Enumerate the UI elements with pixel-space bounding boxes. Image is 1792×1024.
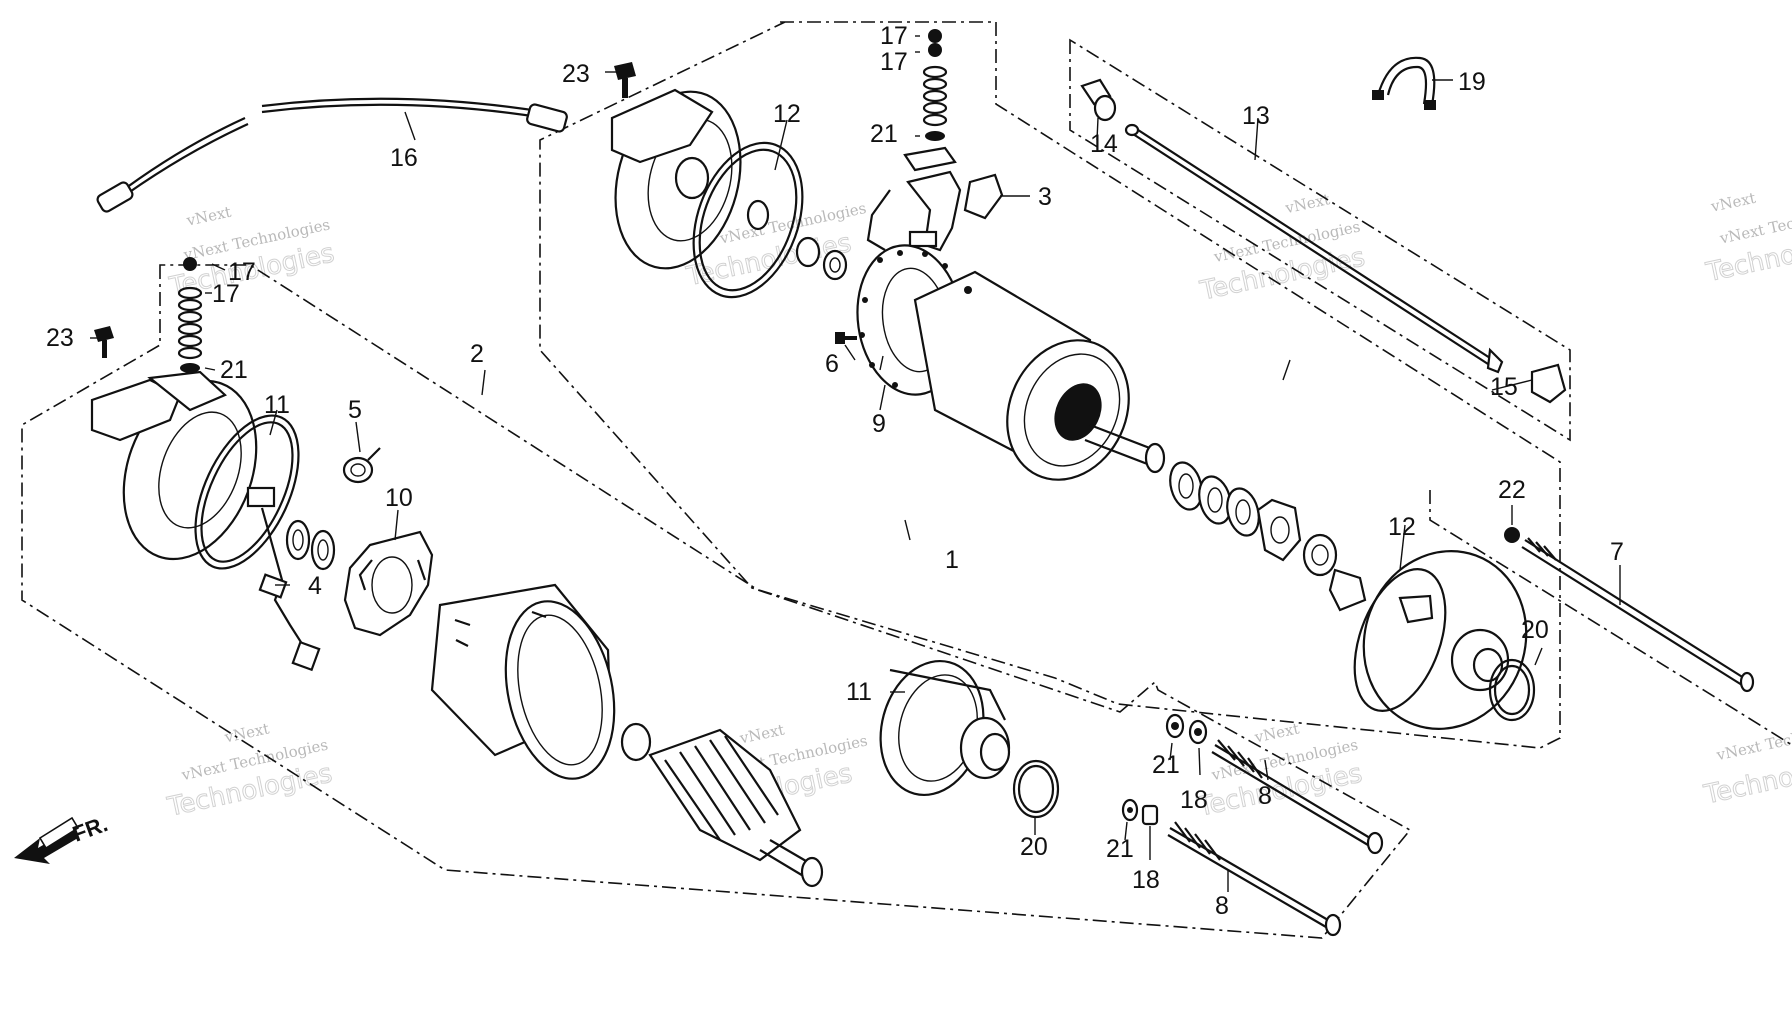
seal-stack-top [922,29,948,141]
callout-18-b: 18 [1132,866,1160,894]
callout-14: 14 [1090,130,1118,158]
yoke-2 [430,583,616,780]
callout-13: 13 [1242,102,1270,130]
o-ring-20-lower [1012,759,1060,819]
washers-left [285,519,336,571]
callout-1: 1 [945,546,959,574]
callout-16: 16 [390,144,418,172]
washer-row [1169,461,1367,612]
watermark-vnext: vNext [184,203,233,230]
bolt-6 [835,332,857,344]
boot-15 [1530,363,1567,404]
through-bolt-8b [1167,821,1342,937]
cable-group-outline [1069,38,1571,442]
callout-10: 10 [385,484,413,512]
callout-19: 19 [1458,68,1486,96]
terminal-21-top [903,146,957,172]
upper-end-cover [610,88,742,270]
hardware-lower [1121,713,1208,826]
spring-5 [342,447,381,484]
cable-13 [1124,123,1504,374]
watermark-vnext: vNext [1283,190,1332,217]
callout-17-b: 17 [212,280,240,308]
callout-5: 5 [348,396,362,424]
callout-21-top: 21 [870,120,898,148]
callout-7: 7 [1610,538,1624,566]
callout-15: 15 [1490,373,1518,401]
callout-11-left: 11 [264,391,290,419]
watermark-vnext: vNext [1709,189,1758,216]
watermark-vnext: vNext [737,721,786,748]
callout-12-top: 12 [773,100,801,128]
bolt-group-outline [1429,490,1792,746]
nut-22 [1504,527,1520,543]
yoke-1 [913,270,1166,481]
callout-2: 2 [470,340,484,368]
callout-17-c: 17 [880,22,908,50]
callout-4: 4 [308,572,322,600]
watermark-vnext: vNext [1252,719,1301,746]
callout-21-left: 21 [220,356,248,384]
callout-8a: 8 [1258,782,1272,810]
bolt-23-top [614,62,636,98]
callout-20-right: 20 [1521,616,1549,644]
bolt-23-left [94,326,114,358]
callout-21-lower-b: 21 [1106,835,1134,863]
callout-21-lower-a: 21 [1152,751,1180,779]
front-direction-arrow: FR. [14,811,111,864]
left-end-cover [90,370,258,561]
callout-18-a: 18 [1180,786,1208,814]
callout-17-d: 17 [880,48,908,76]
callout-3: 3 [1038,183,1052,211]
through-bolt-8a [1211,739,1384,855]
callout-12-right: 12 [1388,513,1416,541]
o-ring-12-top [692,141,804,299]
clip-19 [1372,56,1436,110]
o-ring-11-left [194,414,300,570]
leader-lines [90,35,1621,892]
callout-11-right: 11 [846,678,872,706]
callout-8b: 8 [1215,892,1229,920]
brush-terminal-4 [246,486,321,672]
stud-bolt-7 [1521,537,1755,693]
callout-labels: 1 2 3 4 5 6 7 8 8 9 10 11 11 12 12 13 14… [46,22,1624,920]
cable-16 [96,97,568,213]
brush-holder-10 [343,530,434,637]
callout-23-left: 23 [46,324,74,352]
callout-20-lower: 20 [1020,833,1048,861]
front-direction-label: FR. [69,811,111,847]
callout-22: 22 [1498,476,1526,504]
watermark-text: vNext Technologies [1714,716,1792,765]
nut-14 [1080,78,1117,122]
o-ring-20-right [1488,658,1536,722]
drive-end-11 [879,659,1011,797]
callout-9: 9 [872,410,886,438]
callout-23-top: 23 [562,60,590,88]
brush-holder-3 [866,170,1004,252]
bushing-upper [746,199,848,281]
armature [620,722,824,888]
seal-stack-left [177,257,203,373]
callout-6: 6 [825,350,839,378]
callout-17-a: 17 [228,258,256,286]
